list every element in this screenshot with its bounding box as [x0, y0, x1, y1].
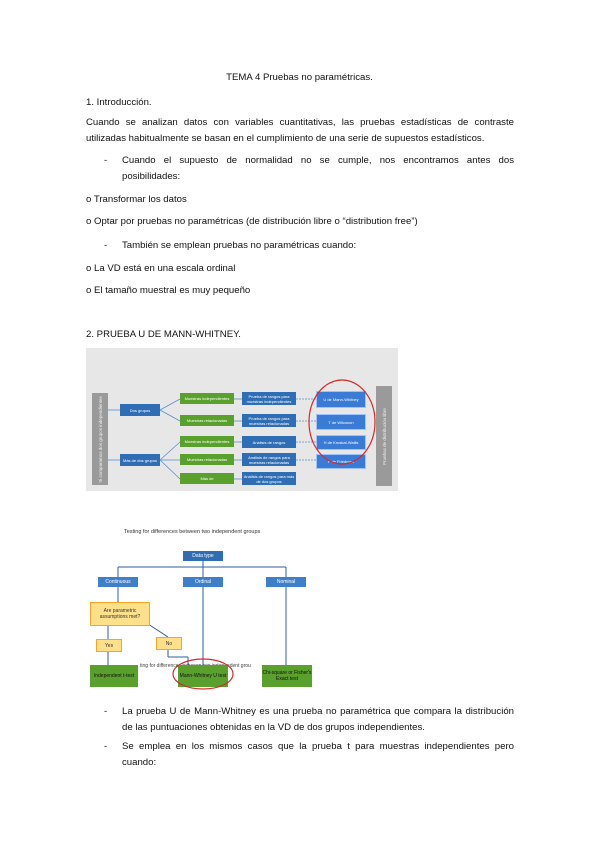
- figure1-condition: Más de: [180, 473, 234, 484]
- option-small-sample: o El tamaño muestral es muy pequeño: [86, 285, 251, 296]
- option-nonparametric: o Optar por pruebas no paramétricas (de …: [86, 216, 418, 227]
- figure-test-selection: Si comparamos dos grupos independientes …: [86, 348, 398, 491]
- paragraph-intro: Cuando se analizan datos con variables c…: [86, 117, 514, 144]
- figure1-description: Prueba de rangos para muestras relaciona…: [242, 414, 296, 427]
- figure2-independent-t: Independent t-test: [90, 665, 138, 687]
- bullet-mann-whitney-definition: La prueba U de Mann-Whitney es una prueb…: [122, 706, 514, 733]
- figure1-condition: Muestras independientes: [180, 436, 234, 447]
- figure1-connectors: [108, 398, 316, 480]
- figure1-description: Análisis de rangos para más de dos grupo…: [242, 472, 296, 485]
- figure1-description: Análisis de rangos para muestras relacio…: [242, 453, 296, 466]
- section-heading-1: 1. Introducción.: [86, 97, 152, 108]
- figure1-test: T de Wilcoxon: [316, 414, 366, 430]
- figure2-connectors: [107, 561, 287, 665]
- option-ordinal: o La VD está en una escala ordinal: [86, 263, 236, 274]
- bullet-also-used: También se emplean pruebas no paramétric…: [122, 240, 357, 251]
- document-title: TEMA 4 Pruebas no paramétricas.: [226, 72, 373, 83]
- figure1-test: H de Kruskal-Wallis: [316, 435, 366, 450]
- figure2-continuous: Continuous: [98, 577, 138, 587]
- figure1-left-label: Si comparamos dos grupos independientes: [92, 393, 108, 485]
- bullet-mann-whitney-usage: Se emplea en los mismos casos que la pru…: [122, 741, 514, 768]
- figure2-data-type: Data type: [183, 551, 223, 561]
- figure2-ordinal: Ordinal: [183, 577, 223, 587]
- figure1-description: Prueba de rangos para muestras independi…: [242, 392, 296, 405]
- option-transform: o Transformar los datos: [86, 194, 187, 205]
- bullet-dash: -: [104, 155, 108, 166]
- figure1-test: U de Mann-Whitney: [316, 391, 366, 408]
- figure1-group-two: Dos grupos: [120, 404, 160, 416]
- figure1-test: F de Friedman: [316, 454, 366, 469]
- figure2-mann-whitney: Mann-Whitney U test: [178, 665, 228, 687]
- figure1-right-label: Pruebas de distribución libre: [376, 386, 392, 486]
- figure2-chi-square: Chi-square or Fisher's Exact test: [262, 665, 312, 687]
- figure2-no: No: [156, 637, 182, 650]
- bullet-normality: Cuando el supuesto de normalidad no se c…: [122, 155, 514, 182]
- figure1-group-more: Más de dos grupos: [120, 454, 160, 466]
- figure1-description: Análisis de rangos: [242, 436, 296, 448]
- figure2-yes: Yes: [96, 639, 122, 652]
- figure1-condition: Muestras relacionadas: [180, 415, 234, 426]
- bullet-dash: -: [104, 706, 108, 717]
- figure2-nominal: Nominal: [266, 577, 306, 587]
- bullet-dash: -: [104, 741, 108, 752]
- figure1-condition: Muestras relacionadas: [180, 454, 234, 465]
- figure1-condition: Muestras independientes: [180, 393, 234, 404]
- bullet-dash: -: [104, 240, 108, 251]
- figure2-caption: Testing for differences between two inde…: [124, 529, 261, 535]
- figure2-assumptions-question: Are parametric assumptions met?: [90, 602, 150, 626]
- figure-decision-tree: Testing for differences between two inde…: [88, 527, 388, 690]
- section-heading-2: 2. PRUEBA U DE MANN-WHITNEY.: [86, 329, 241, 340]
